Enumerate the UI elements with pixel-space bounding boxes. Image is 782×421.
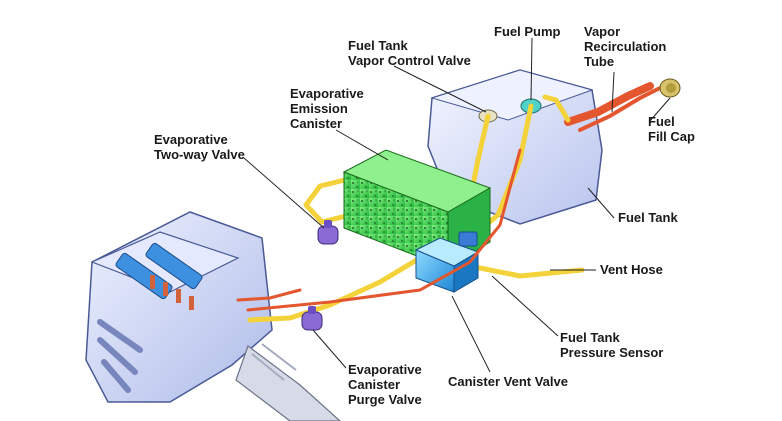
fuel-filler-tube xyxy=(564,82,654,126)
label-evaporative-two-way-valve: Evaporative Two-way Valve xyxy=(154,132,245,162)
label-fuel-tank-vapor-control-valve: Fuel Tank Vapor Control Valve xyxy=(348,38,471,68)
canister-vent-valve xyxy=(414,231,480,293)
fuel-lines xyxy=(236,148,522,312)
leader-lines xyxy=(243,37,671,373)
label-vent-hose: Vent Hose xyxy=(600,262,663,277)
fuel-fill-cap xyxy=(659,78,681,98)
intake-tube xyxy=(235,345,341,421)
label-vapor-recirculation-tube: Vapor Recirculation Tube xyxy=(584,24,667,69)
label-canister-vent-valve: Canister Vent Valve xyxy=(448,374,568,389)
label-fuel-pump: Fuel Pump xyxy=(494,24,561,39)
label-fuel-fill-cap: Fuel Fill Cap xyxy=(648,114,695,144)
engine-block xyxy=(85,211,273,403)
label-fuel-tank: Fuel Tank xyxy=(618,210,678,225)
label-evaporative-emission-canister: Evaporative Emission Canister xyxy=(290,86,364,131)
label-fuel-tank-pressure-sensor: Fuel Tank Pressure Sensor xyxy=(560,330,664,360)
evaporative-two-way-valve xyxy=(317,220,339,245)
evaporative-canister-purge-valve xyxy=(301,306,323,331)
label-evaporative-canister-purge-valve: Evaporative Canister Purge Valve xyxy=(348,362,422,407)
